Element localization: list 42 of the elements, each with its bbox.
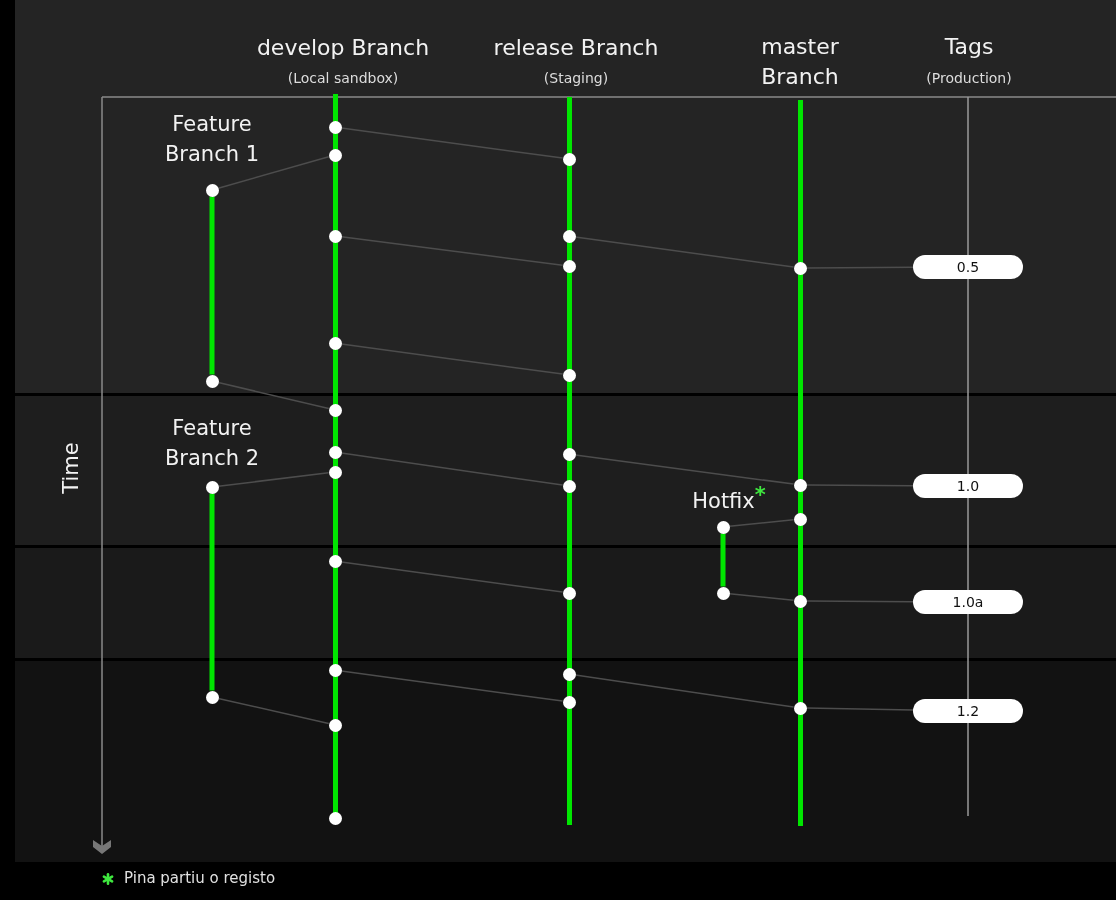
connector-line xyxy=(805,707,914,711)
connector-line xyxy=(574,674,795,708)
connector-line xyxy=(967,722,969,817)
connector-line xyxy=(967,613,969,700)
connector-line xyxy=(967,497,969,591)
legend-text: Pina partiu o registo xyxy=(124,869,276,887)
branch-label: Feature Branch 1 xyxy=(163,111,261,168)
connector-line xyxy=(805,266,914,269)
connector-line xyxy=(340,561,564,593)
version-tag: 1.0a xyxy=(913,590,1023,614)
connector-line xyxy=(340,343,564,375)
connector-line xyxy=(217,156,330,189)
column-subheading: (Local sandbox) xyxy=(287,70,399,86)
column-heading: Tags xyxy=(944,33,994,61)
connector-line xyxy=(340,452,564,486)
connector-line xyxy=(217,697,330,725)
connector-line xyxy=(728,592,795,602)
column-subheading: (Staging) xyxy=(543,70,609,86)
branch-line xyxy=(720,533,726,587)
branch-label: Feature Branch 2 xyxy=(163,415,261,472)
connector-line xyxy=(805,600,914,603)
connector-line xyxy=(217,472,330,487)
connector-line xyxy=(967,96,969,256)
column-heading: release Branch xyxy=(493,34,659,60)
connector-line xyxy=(574,236,795,268)
connector-line xyxy=(967,278,969,475)
column-subheading: (Production) xyxy=(926,69,1012,87)
connector-line xyxy=(574,454,795,485)
version-tag: 0.5 xyxy=(913,255,1023,279)
axis-label: Time xyxy=(59,442,85,494)
connector-line xyxy=(340,236,564,266)
connector-line xyxy=(340,670,564,702)
column-heading: develop Branch xyxy=(256,34,430,60)
branch-line xyxy=(209,493,215,691)
connector-line xyxy=(728,518,795,528)
connector-line xyxy=(340,127,564,159)
version-tag: 1.2 xyxy=(913,699,1023,723)
connector-line xyxy=(217,381,330,410)
column-heading: master Branch xyxy=(760,33,840,91)
connector-line xyxy=(805,484,914,487)
version-tag: 1.0 xyxy=(913,474,1023,498)
branch-line xyxy=(209,196,215,375)
